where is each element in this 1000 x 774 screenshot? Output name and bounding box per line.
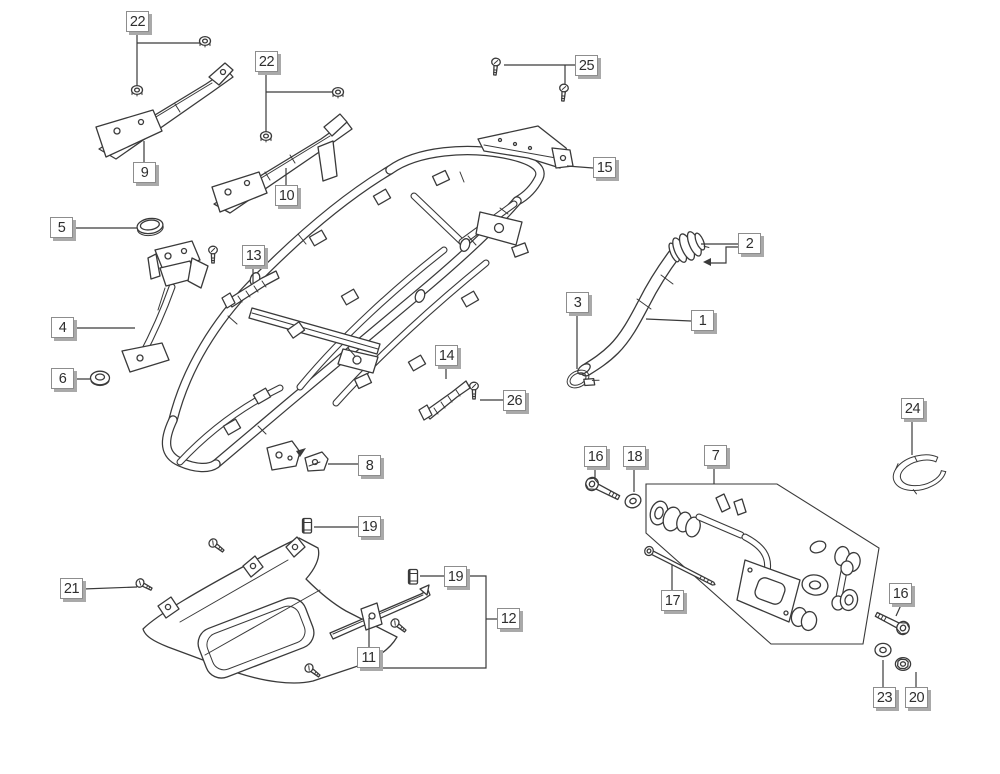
bolt-fastener [872, 607, 913, 638]
leader-line-16b [895, 604, 902, 617]
callout-5[interactable]: 5 [50, 217, 73, 238]
callout-13[interactable]: 13 [242, 245, 265, 266]
callout-16a[interactable]: 16 [584, 446, 607, 467]
flange-nut-fastener [894, 656, 912, 672]
nut-fastener [198, 35, 212, 48]
part-2-bellows [668, 231, 710, 263]
callout-2[interactable]: 2 [738, 233, 761, 254]
leader-line-12 [380, 575, 487, 669]
callout-19b[interactable]: 19 [444, 566, 467, 587]
callout-18[interactable]: 18 [623, 446, 646, 467]
callout-22b[interactable]: 22 [255, 51, 278, 72]
screw-fastener [133, 576, 155, 594]
leader-line-15 [566, 165, 594, 169]
bolt-fastener [582, 474, 623, 505]
callout-12[interactable]: 12 [497, 608, 520, 629]
part-8-bracket [304, 451, 329, 472]
callout-21[interactable]: 21 [60, 578, 83, 599]
washer-fastener [622, 491, 644, 511]
part-14-rail [418, 380, 471, 421]
part-24-strap [892, 454, 947, 495]
part-13-rail [221, 270, 280, 309]
callout-25[interactable]: 25 [575, 55, 598, 76]
callout-10[interactable]: 10 [275, 185, 298, 206]
callout-15[interactable]: 15 [593, 157, 616, 178]
callout-19a[interactable]: 19 [358, 516, 381, 537]
leader-line-2 [708, 246, 738, 264]
screw-fastener [206, 536, 227, 556]
callout-3[interactable]: 3 [566, 292, 589, 313]
arrow-to-clamp [703, 258, 711, 266]
callout-1[interactable]: 1 [691, 310, 714, 331]
part-1-tube [577, 245, 683, 377]
clip-fastener [407, 568, 419, 585]
callout-6[interactable]: 6 [51, 368, 74, 389]
floor-panel-artwork [142, 536, 398, 684]
clip-fastener [301, 517, 313, 534]
callout-7[interactable]: 7 [704, 445, 727, 466]
part-11-trim-strip [329, 584, 431, 640]
nut-fastener [259, 130, 273, 143]
screw-fastener [208, 245, 218, 264]
callout-20[interactable]: 20 [905, 687, 928, 708]
stud-fastener [642, 544, 718, 590]
callout-22a[interactable]: 22 [126, 11, 149, 32]
nut-fastener [130, 84, 144, 97]
screw-fastener [489, 57, 502, 76]
screw-fastener [388, 616, 409, 636]
screw-fastener [469, 381, 479, 400]
leader-lines [72, 33, 917, 687]
part-5-cap [136, 217, 164, 237]
callout-14[interactable]: 14 [435, 345, 458, 366]
part-9-crossmember [95, 62, 234, 160]
callout-11[interactable]: 11 [357, 647, 380, 668]
leader-line-1 [645, 318, 692, 322]
part-7-linkage [645, 483, 880, 645]
callout-8[interactable]: 8 [358, 455, 381, 476]
frame-artwork [161, 145, 545, 473]
callout-4[interactable]: 4 [51, 317, 74, 338]
part-4-bracket [121, 240, 209, 373]
callout-16b[interactable]: 16 [889, 583, 912, 604]
part-10-crossmember [211, 113, 353, 214]
nut-fastener [331, 86, 345, 99]
callout-24[interactable]: 24 [901, 398, 924, 419]
callout-23[interactable]: 23 [873, 687, 896, 708]
part-3-clamp [566, 369, 600, 389]
leader-line-21 [82, 586, 138, 590]
screw-fastener [557, 83, 570, 102]
part-15-bracket [477, 125, 574, 169]
part-6-grommet [89, 370, 111, 387]
washer-fastener [874, 642, 892, 658]
callout-17[interactable]: 17 [661, 590, 684, 611]
callout-9[interactable]: 9 [133, 162, 156, 183]
callout-26[interactable]: 26 [503, 390, 526, 411]
